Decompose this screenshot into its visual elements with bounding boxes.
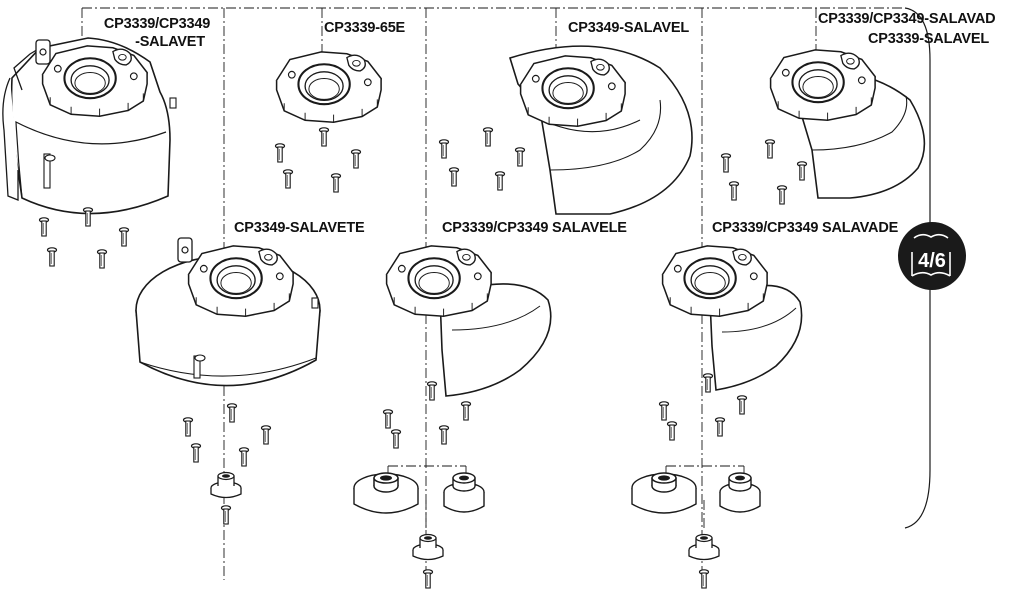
guard-salavel [509,45,693,215]
pad-salavade [631,472,697,514]
guard-salavet [2,37,177,215]
bolt-salavele-bottom [422,569,434,589]
flange-65e [275,50,383,124]
label-salavet: -SALAVET [135,34,205,50]
label-cp3349-salavete: CP3349-SALAVETE [234,220,365,236]
nut-salavade [688,533,720,561]
label-cp3349-salavel: CP3349-SALAVEL [568,20,690,36]
bolts-65e [274,127,362,193]
cup-salavele [443,472,485,513]
label-salavade: CP3339/CP3349 SALAVADE [712,220,899,236]
bolts-salavete [182,403,272,467]
label-cp3339-65e: CP3339-65E [324,20,406,36]
label-salavad: CP3339/CP3349-SALAVAD [818,11,996,27]
nut-salavete [210,471,242,499]
nut-salavele [412,533,444,561]
label-cp3339-cp3349: CP3339/CP3349 [103,16,211,32]
pad-salavele [353,472,419,514]
book-icon [911,233,951,277]
bolts-salavad [720,139,808,205]
guard-salavele [385,244,552,397]
bolts-salavet [38,207,130,269]
bolt-salavete-bottom [220,505,232,525]
page-badge [898,222,966,290]
bolts-salavel [438,127,526,191]
bolt-salavade-bottom [698,569,710,589]
guard-salavete [135,237,321,387]
cup-salavade [719,472,761,513]
label-salavele: CP3339/CP3349 SALAVELE [442,220,627,236]
guard-salavade [661,244,803,391]
label-cp3339-salavel: CP3339-SALAVEL [868,31,990,47]
guard-salavad [769,48,926,199]
badge-text: 4/6 [918,250,946,272]
